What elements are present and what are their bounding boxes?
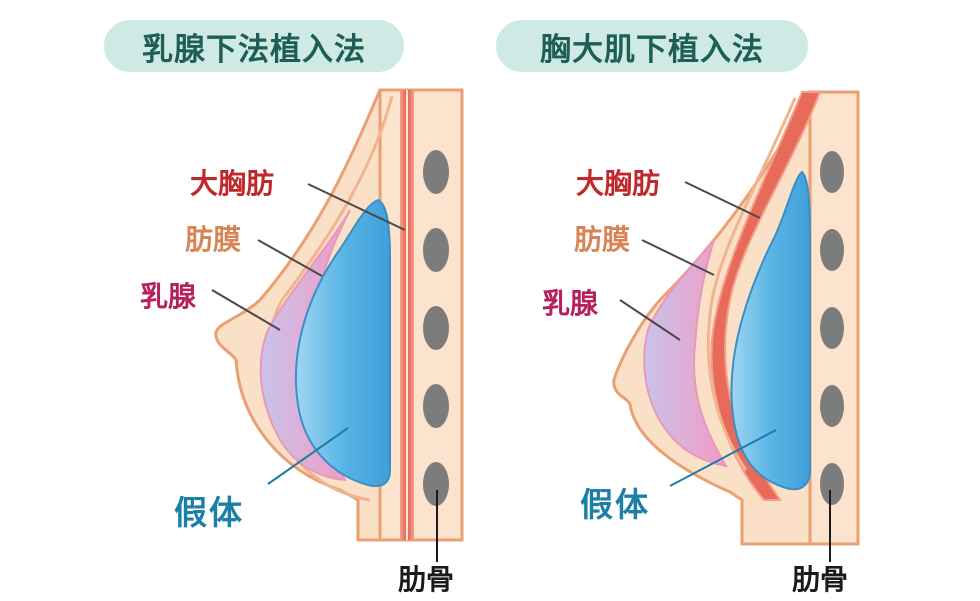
chest-wall xyxy=(378,88,464,542)
label-muscle: 大胸肪 xyxy=(190,167,275,200)
rib xyxy=(820,463,844,505)
leader-gland xyxy=(211,289,281,331)
label-muscle: 大胸肪 xyxy=(576,167,661,200)
leader-muscle xyxy=(684,181,761,219)
rib xyxy=(423,306,449,350)
label-rib: 肋骨 xyxy=(792,563,849,596)
breast-diagram-submuscular xyxy=(612,90,860,562)
pectoral-muscle xyxy=(710,91,822,501)
label-gland: 乳腺 xyxy=(542,287,599,320)
rib xyxy=(423,462,449,506)
rib xyxy=(820,385,844,427)
breast-diagram-subglandular xyxy=(211,88,464,562)
label-fascia: 肪膜 xyxy=(185,223,242,256)
rib xyxy=(820,151,844,193)
leader-fascia xyxy=(257,239,323,277)
rib xyxy=(423,384,449,428)
label-gland: 乳腺 xyxy=(140,280,197,313)
label-implant: 假体 xyxy=(580,485,650,524)
label-rib: 肋骨 xyxy=(398,563,455,596)
label-fascia: 肪膜 xyxy=(574,223,631,256)
fascia-layer xyxy=(706,97,797,471)
implant xyxy=(730,170,811,491)
label-implant: 假体 xyxy=(174,493,244,532)
rib xyxy=(423,150,449,194)
panel-title: 胸大肌下植入法 xyxy=(496,20,808,72)
leader-muscle xyxy=(307,183,406,231)
mammary-gland xyxy=(643,239,728,468)
rib xyxy=(820,229,844,271)
implant xyxy=(294,198,391,488)
rib xyxy=(423,228,449,272)
panel-title: 乳腺下法植入法 xyxy=(104,20,404,72)
leader-gland xyxy=(619,299,681,341)
panel-submuscular: 胸大肌下植入法 xyxy=(490,0,980,601)
leader-implant xyxy=(669,429,777,487)
leader-fascia xyxy=(641,239,715,276)
leader-implant xyxy=(267,427,349,485)
panel-subglandular: 乳腺下法植入法 xyxy=(104,20,464,596)
rib xyxy=(820,307,844,349)
